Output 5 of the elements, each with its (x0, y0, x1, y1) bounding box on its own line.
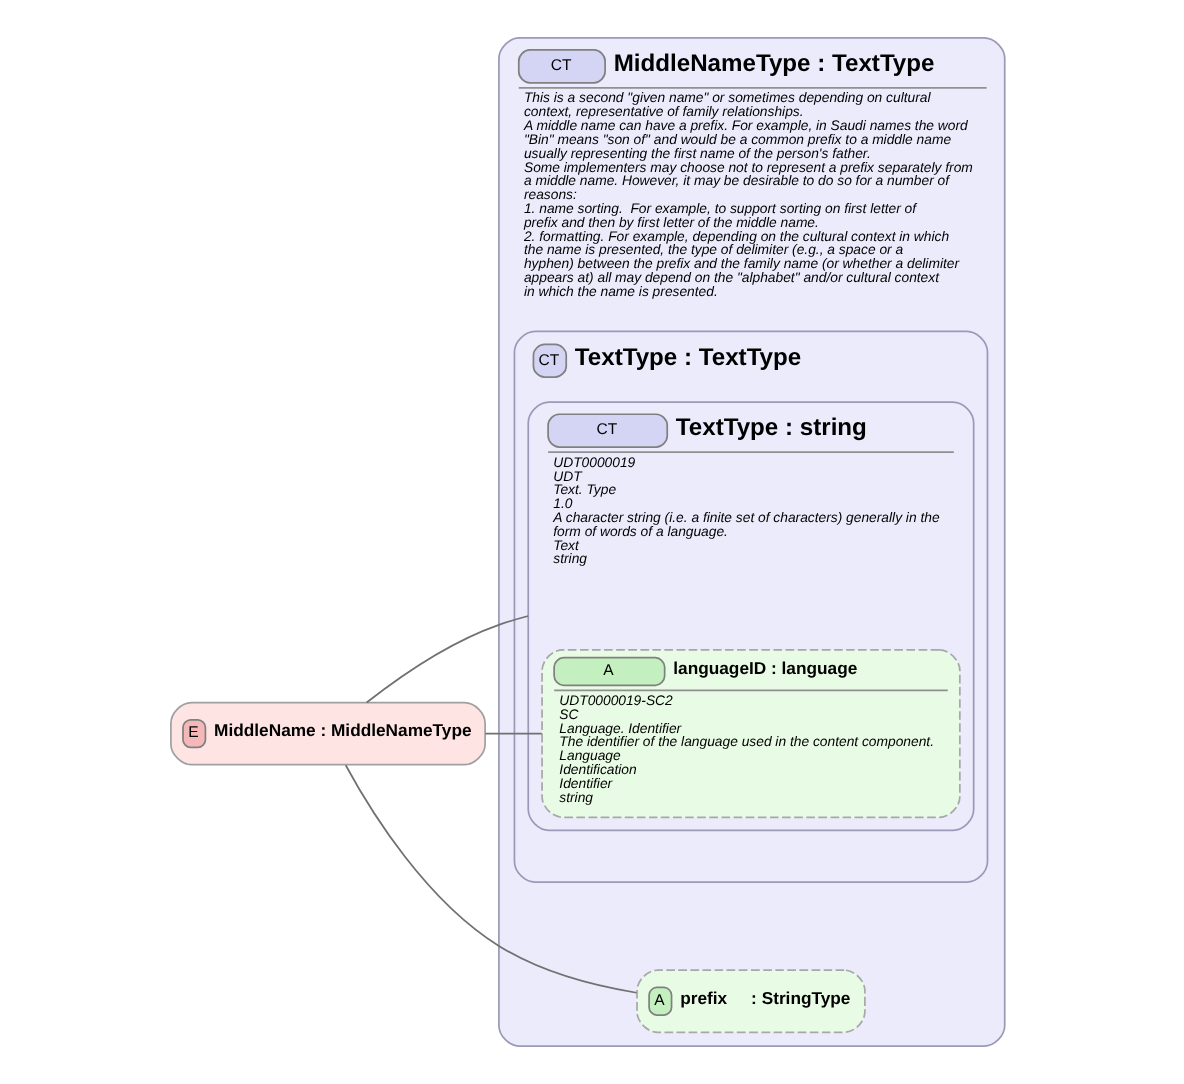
node-box: E MiddleName : MiddleNameType (169, 701, 485, 766)
connector (364, 615, 529, 704)
node-box: A prefix : StringType (635, 969, 865, 1034)
connector (483, 732, 542, 735)
connector (343, 764, 637, 994)
